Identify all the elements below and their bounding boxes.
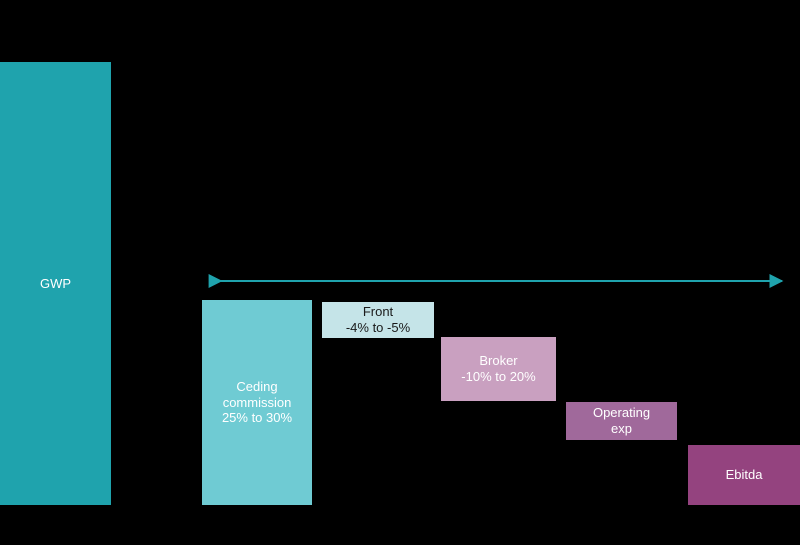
bar-gwp-label: GWP	[39, 275, 72, 291]
bar-front-label: Front -4% to -5%	[345, 304, 411, 335]
bar-ceding-commission[interactable]: Ceding commission 25% to 30%	[202, 300, 312, 505]
bar-broker[interactable]: Broker -10% to 20%	[441, 337, 556, 401]
bar-ceding-commission-label: Ceding commission 25% to 30%	[221, 378, 293, 426]
bar-operating-exp[interactable]: Operating exp	[566, 402, 677, 440]
bar-broker-label: Broker -10% to 20%	[461, 353, 536, 384]
bar-gwp[interactable]: GWP	[0, 62, 111, 505]
span-arrow-double-headed	[208, 274, 784, 288]
bar-front[interactable]: Front -4% to -5%	[322, 302, 434, 338]
bar-ebitda-label: Ebitda	[725, 467, 763, 483]
bar-ebitda[interactable]: Ebitda	[688, 445, 800, 505]
bar-operating-exp-label: Operating exp	[592, 405, 651, 436]
